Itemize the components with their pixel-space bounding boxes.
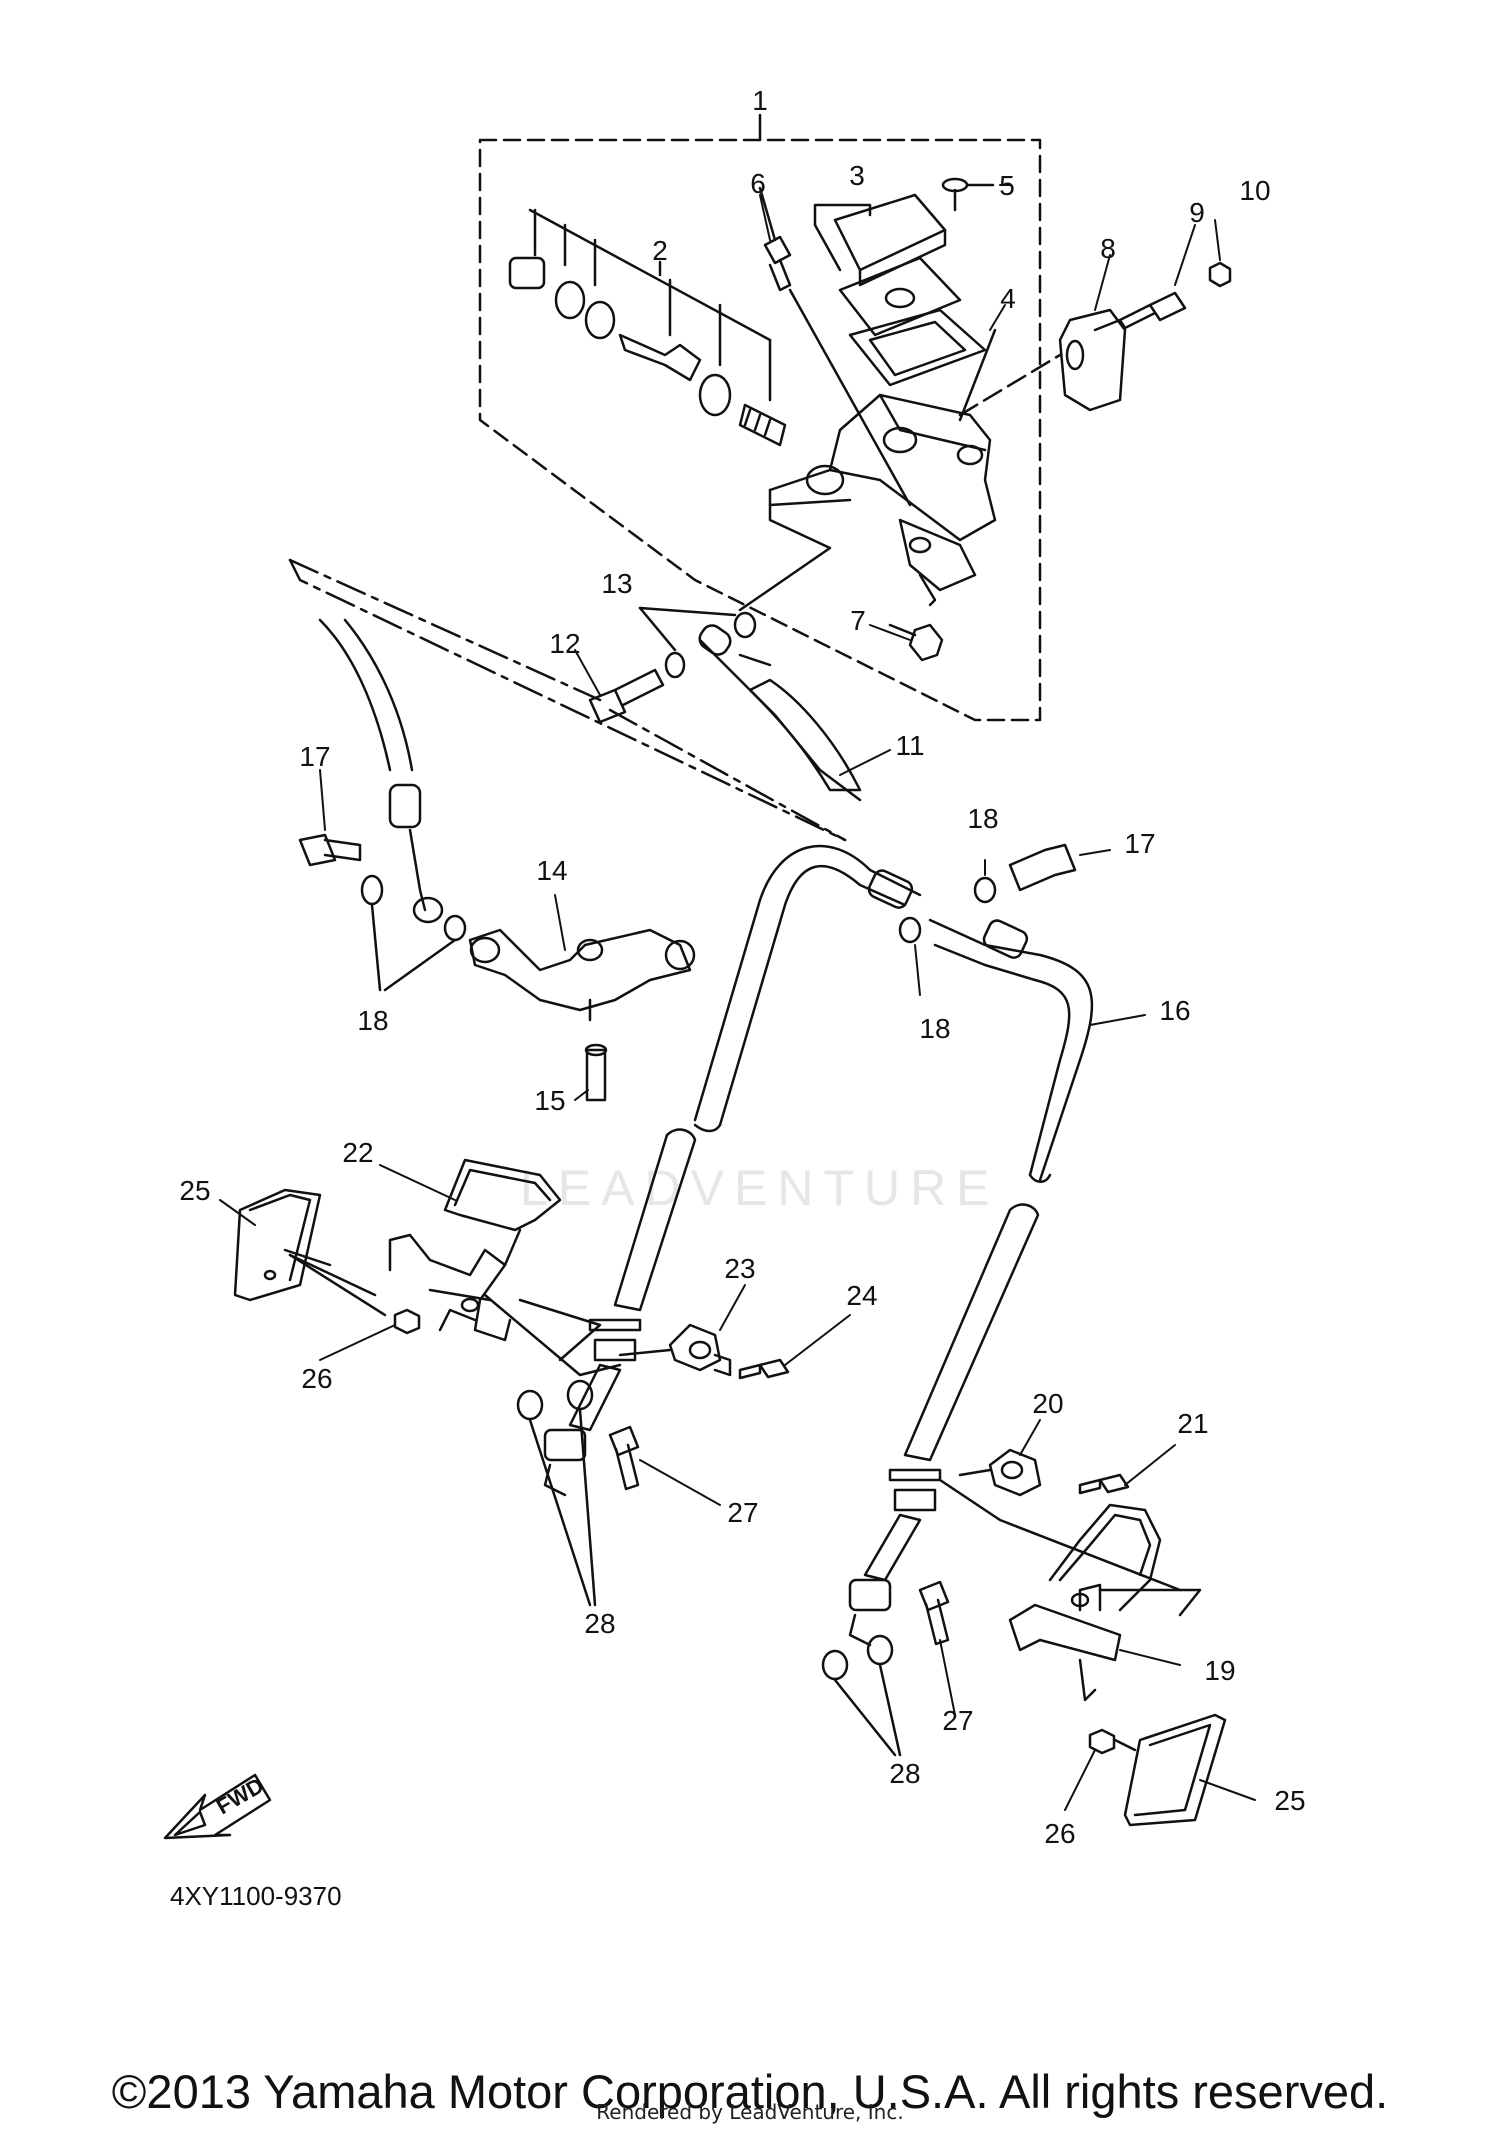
callout-1: 1	[752, 85, 768, 116]
piston-kit-group	[508, 208, 787, 447]
bleed-screw	[758, 186, 912, 507]
callout-18-right: 18	[919, 1013, 950, 1044]
union-bolt-17-left	[298, 833, 362, 867]
callout-19: 19	[1204, 1655, 1235, 1686]
copper-washers-13	[638, 606, 757, 679]
callout-26-left: 26	[301, 1363, 332, 1394]
brake-hose-16	[693, 844, 1094, 1183]
gasket-plate	[848, 308, 997, 422]
callout-13: 13	[601, 568, 632, 599]
diagram-code: 4XY1100-9370	[170, 1881, 342, 1911]
copyright-notice: ©2013 Yamaha Motor Corporation, U.S.A. A…	[111, 2065, 1389, 2118]
callout-25-right: 25	[1274, 1785, 1305, 1816]
fwd-arrow-icon	[163, 1773, 272, 1840]
callout-24: 24	[846, 1280, 877, 1311]
callout-18-top: 18	[967, 803, 998, 834]
joint-bolt-15	[584, 1043, 608, 1102]
callout-25-left: 25	[179, 1175, 210, 1206]
copper-washers-28-right	[821, 1634, 902, 1757]
copper-washers-28-left	[516, 1379, 597, 1607]
master-cylinder-assembly-box	[478, 113, 1042, 722]
callout-8: 8	[1100, 233, 1116, 264]
brake-hose-lower-right	[848, 1203, 1040, 1647]
callout-22: 22	[342, 1137, 373, 1168]
callout-10: 10	[1239, 175, 1270, 206]
watermark-text: LEADVENTURE	[520, 1160, 1000, 1216]
copper-washers-18	[360, 874, 997, 992]
callout-18-left: 18	[357, 1005, 388, 1036]
brake-hose-joint-14	[468, 928, 696, 1022]
reservoir-cap	[813, 193, 962, 337]
nut-7	[888, 623, 944, 662]
hose-clamp-20	[938, 1448, 1182, 1592]
callout-20: 20	[1032, 1388, 1063, 1419]
master-cylinder-holder	[958, 308, 1127, 417]
nut-26-right	[1088, 1728, 1116, 1755]
callout-7: 7	[850, 605, 866, 636]
callout-27-right: 27	[942, 1705, 973, 1736]
union-bolt-27-right	[918, 1580, 950, 1646]
callout-28-left: 28	[584, 1608, 615, 1639]
callout-leaders	[219, 184, 1256, 1811]
callout-6: 6	[750, 168, 766, 199]
union-bolt-17-right	[1008, 843, 1077, 892]
callout-15: 15	[534, 1085, 565, 1116]
callout-14: 14	[536, 855, 567, 886]
callout-17-right: 17	[1124, 828, 1155, 859]
brake-hose-left	[318, 618, 444, 924]
callout-17-left: 17	[299, 741, 330, 772]
brake-hose-guide-22	[388, 1158, 622, 1377]
callout-4: 4	[1000, 283, 1016, 314]
cap-screw	[941, 177, 995, 212]
hose-clamp-23	[618, 1323, 732, 1377]
nut-26-left	[393, 1308, 421, 1335]
callout-12: 12	[549, 628, 580, 659]
holder-nut	[1208, 261, 1232, 288]
rendered-by-credit: Rendered by LeadVenture, Inc.	[596, 2100, 904, 2124]
brake-hose-upper	[698, 624, 862, 802]
dash-dot-guide	[288, 558, 847, 842]
fwd-label: FWD	[212, 1773, 268, 1820]
callout-27-left: 27	[727, 1497, 758, 1528]
callout-numbers: 1 2 3 4 5 6 7 8 9 10 11 12 13 14 15 16 1…	[179, 85, 1305, 1849]
union-bolt-12	[588, 668, 665, 724]
master-cylinder-body	[768, 393, 997, 607]
callout-16: 16	[1159, 995, 1190, 1026]
clamp-bolt-24	[738, 1358, 790, 1380]
callout-11: 11	[895, 730, 924, 761]
reflector-left-25	[233, 1188, 387, 1317]
callout-3: 3	[849, 160, 865, 191]
callout-21: 21	[1177, 1408, 1208, 1439]
hose-bracket-19	[1008, 1503, 1202, 1702]
clamp-bolt-21	[1078, 1473, 1130, 1495]
union-bolt-27-left	[608, 1425, 640, 1491]
reflector-right-25	[1113, 1713, 1227, 1827]
brake-hose-lower-left	[543, 1128, 697, 1497]
callout-2: 2	[652, 235, 668, 266]
holder-bolt	[1093, 291, 1187, 332]
callout-28-right: 28	[889, 1758, 920, 1789]
callout-9: 9	[1189, 197, 1205, 228]
callout-23: 23	[724, 1253, 755, 1284]
callout-26-right: 26	[1044, 1818, 1075, 1849]
leader-line	[738, 488, 832, 612]
callout-5: 5	[999, 170, 1015, 201]
